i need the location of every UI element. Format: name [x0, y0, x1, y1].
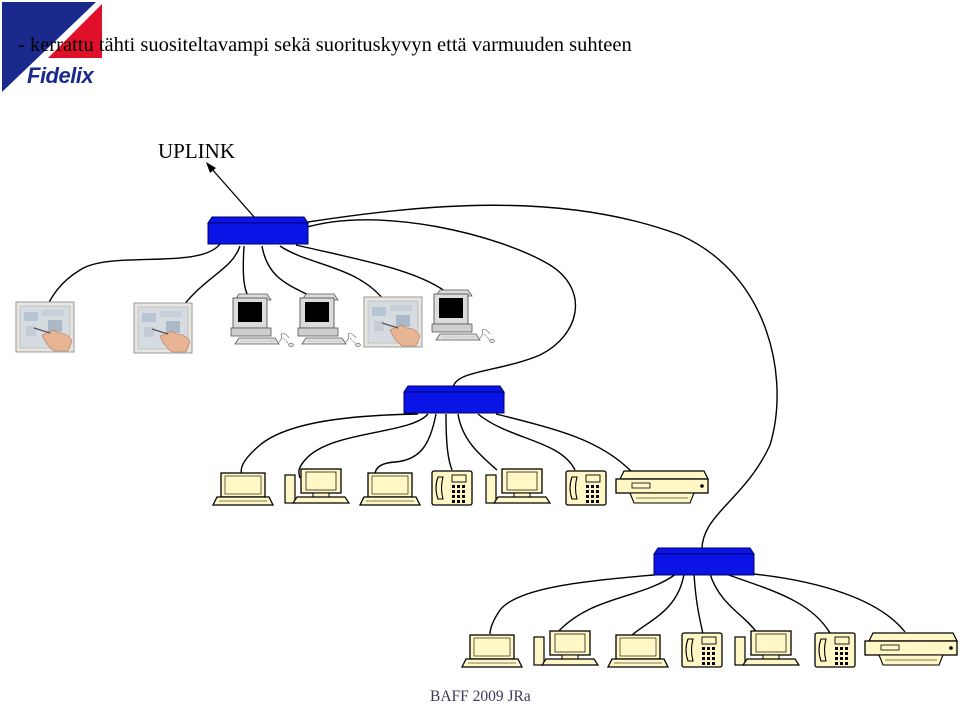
printer-2[interactable]: [864, 632, 958, 666]
desktop-pc-3[interactable]: [431, 289, 495, 344]
uplink-label: UPLINK: [158, 139, 235, 163]
middle-switch[interactable]: [403, 385, 505, 414]
touch-panel-1[interactable]: [15, 301, 75, 353]
cables: [44, 204, 906, 636]
desktop-pc-1[interactable]: [230, 293, 294, 348]
printer-1[interactable]: [615, 470, 709, 504]
desktop-3[interactable]: [533, 630, 599, 666]
bottom-switch[interactable]: [653, 547, 755, 576]
laptop-3[interactable]: [461, 634, 523, 668]
laptop-4[interactable]: [607, 634, 669, 668]
desktop-1[interactable]: [284, 468, 350, 504]
phone-1[interactable]: [431, 470, 473, 506]
fidelix-logo-mark: [2, 2, 102, 92]
footer-text: BAFF 2009 JRa: [430, 688, 531, 705]
laptop-1[interactable]: [212, 472, 274, 506]
fidelix-logo: Fidelix: [27, 63, 94, 88]
phone-4[interactable]: [814, 632, 856, 668]
phone-2[interactable]: [565, 470, 607, 506]
uplink-arrow: [206, 162, 256, 219]
desktop-pc-2[interactable]: [297, 293, 361, 348]
laptop-2[interactable]: [359, 472, 421, 506]
desktop-2[interactable]: [485, 468, 551, 504]
touch-panel-2[interactable]: [133, 302, 193, 354]
phone-3[interactable]: [681, 632, 723, 668]
top-switch[interactable]: [207, 216, 309, 245]
touch-panel-3[interactable]: [363, 296, 423, 348]
desktop-4[interactable]: [734, 630, 800, 666]
slide-title: - kerrattu tähti suositeltavampi sekä su…: [18, 34, 632, 56]
